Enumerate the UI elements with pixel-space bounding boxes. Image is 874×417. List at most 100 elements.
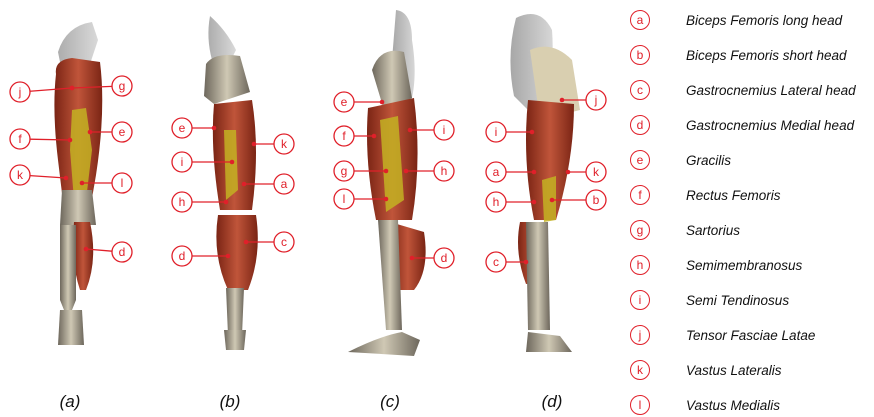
legend-item: g Sartorius — [620, 218, 874, 242]
legend-item: a Biceps Femoris long head — [620, 8, 874, 32]
marker-letter: d — [179, 249, 186, 263]
marker-letter: i — [181, 155, 184, 169]
leader-dot — [372, 134, 377, 139]
legend-item: b Biceps Femoris short head — [620, 43, 874, 67]
legend-marker: g — [630, 220, 650, 240]
legend-marker: k — [630, 360, 650, 380]
leader-dot — [252, 142, 257, 147]
legend-label: Tensor Fasciae Latae — [686, 328, 815, 343]
marker-letter: l — [343, 192, 346, 206]
marker-letter: d — [119, 245, 126, 259]
legend-label: Gastrocnemius Medial head — [686, 118, 854, 133]
marker-letter: c — [493, 255, 499, 269]
leader-dot — [560, 98, 565, 103]
leader-dot — [532, 200, 537, 205]
leader-dot — [524, 260, 529, 265]
legend-label: Rectus Femoris — [686, 188, 781, 203]
leader-dot — [244, 240, 249, 245]
caption-a: (a) — [40, 392, 100, 412]
legend-item: d Gastrocnemius Medial head — [620, 113, 874, 137]
leg-d-illustration — [510, 14, 580, 352]
marker-letter: b — [593, 193, 600, 207]
caption-c: (c) — [360, 392, 420, 412]
callout-k: k — [566, 162, 606, 182]
legend-marker: c — [630, 80, 650, 100]
leader-dot — [408, 128, 413, 133]
legend-label: Semi Tendinosus — [686, 293, 789, 308]
legend-item: l Vastus Medialis — [620, 393, 874, 417]
leader-dot — [384, 169, 389, 174]
shin-bone — [378, 220, 402, 330]
legend-marker: j — [630, 325, 650, 345]
marker-letter: j — [18, 85, 22, 99]
marker-letter: e — [179, 121, 186, 135]
legend-marker: l — [630, 395, 650, 415]
marker-letter: d — [441, 251, 448, 265]
legend-item: j Tensor Fasciae Latae — [620, 323, 874, 347]
callout-h: h — [486, 192, 536, 212]
legend-item: k Vastus Lateralis — [620, 358, 874, 382]
marker-letter: g — [341, 164, 348, 178]
leader-dot — [64, 176, 69, 181]
legend-item: i Semi Tendinosus — [620, 288, 874, 312]
legend-marker: b — [630, 45, 650, 65]
leader-dot — [384, 197, 389, 202]
legend-marker: i — [630, 290, 650, 310]
leader-dot — [70, 86, 75, 91]
shin-bone — [526, 222, 550, 330]
legend-item: h Semimembranosus — [620, 253, 874, 277]
leader-dot — [212, 126, 217, 131]
legend-label: Sartorius — [686, 223, 740, 238]
legend-marker: d — [630, 115, 650, 135]
legend-item: f Rectus Femoris — [620, 183, 874, 207]
marker-letter: a — [281, 177, 288, 191]
callout-k: k — [252, 134, 294, 154]
marker-letter: k — [281, 137, 288, 151]
caption-b: (b) — [200, 392, 260, 412]
legend-marker: f — [630, 185, 650, 205]
marker-letter: a — [493, 165, 500, 179]
shin-bone — [226, 288, 244, 335]
leader-dot — [224, 200, 229, 205]
legend-marker: a — [630, 10, 650, 30]
thigh-yellow — [224, 130, 238, 200]
marker-letter: i — [495, 125, 498, 139]
caption-d: (d) — [522, 392, 582, 412]
foot — [58, 310, 84, 345]
leader-dot — [410, 256, 415, 261]
legend-label: Semimembranosus — [686, 258, 802, 273]
marker-letter: e — [119, 125, 126, 139]
legend-label: Vastus Lateralis — [686, 363, 782, 378]
foot — [224, 330, 246, 350]
legend-item: e Gracilis — [620, 148, 874, 172]
legend-marker: e — [630, 150, 650, 170]
leader-dot — [530, 130, 535, 135]
callout-e: e — [172, 118, 216, 138]
marker-letter: k — [17, 168, 24, 182]
calf-red — [216, 215, 257, 290]
leader-dot — [226, 254, 231, 259]
leader-dot — [404, 169, 409, 174]
leg-c-illustration — [348, 10, 426, 356]
marker-letter: j — [594, 93, 598, 107]
knee-bone — [60, 190, 96, 225]
legend-label: Biceps Femoris long head — [686, 13, 842, 28]
marker-letter: l — [121, 176, 124, 190]
legend-label: Gastrocnemius Lateral head — [686, 83, 856, 98]
legend-marker: h — [630, 255, 650, 275]
marker-letter: h — [493, 195, 500, 209]
foot — [526, 332, 572, 352]
marker-letter: k — [593, 165, 600, 179]
foot — [348, 332, 420, 356]
legend-label: Biceps Femoris short head — [686, 48, 847, 63]
marker-letter: i — [443, 123, 446, 137]
leader-dot — [80, 181, 85, 186]
marker-letter: c — [281, 235, 287, 249]
leader-dot — [88, 130, 93, 135]
leader-line — [30, 139, 70, 140]
marker-letter: h — [441, 164, 448, 178]
marker-letter: h — [179, 195, 186, 209]
leader-dot — [566, 170, 571, 175]
leader-dot — [380, 100, 385, 105]
shin-bone — [60, 225, 76, 320]
